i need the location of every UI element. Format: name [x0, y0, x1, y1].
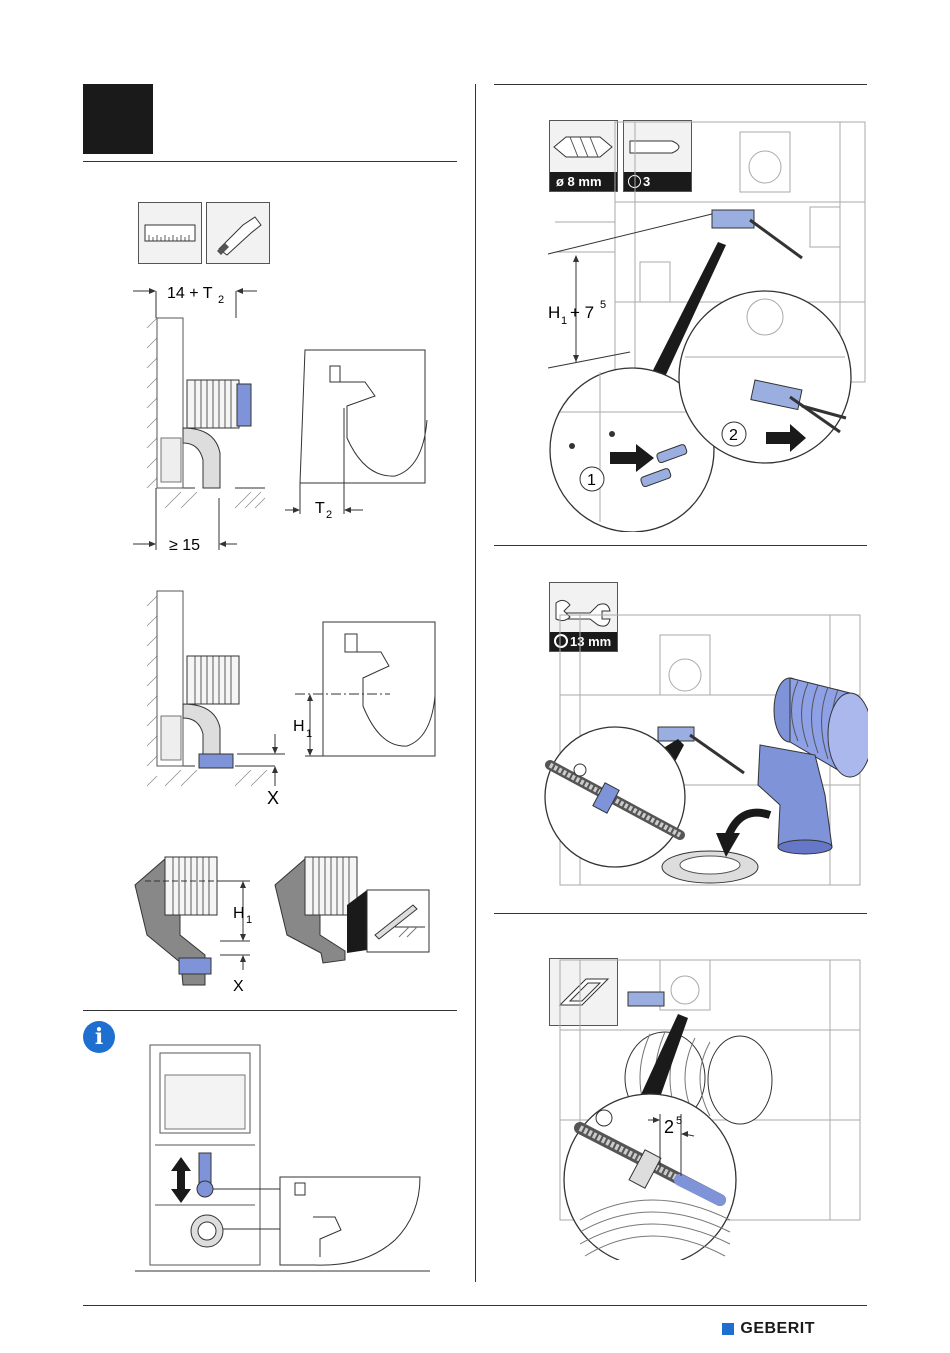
dim-t2-sub: 2	[326, 509, 332, 521]
dim-plus7-label: + 7	[570, 303, 594, 322]
right-low-divider	[494, 913, 867, 914]
step-2-label: 2	[729, 427, 738, 444]
step-1-label: 1	[587, 472, 596, 489]
info-icon: i	[83, 1021, 115, 1053]
saw-icon	[207, 203, 269, 263]
right-top-divider	[494, 84, 867, 85]
right-mid-divider	[494, 545, 867, 546]
dim-x-label-2: X	[233, 978, 244, 995]
ruler-icon	[139, 203, 201, 263]
dim-2-sup: 5	[676, 1115, 682, 1127]
pipe-install-diagram	[540, 575, 868, 895]
left-info-divider	[83, 1010, 457, 1011]
dim-2-label: 2	[664, 1117, 674, 1137]
saw-tool-box	[206, 202, 270, 264]
dim-h1-drill-label: H	[548, 303, 560, 322]
height-diagram: X H 1	[125, 586, 445, 811]
dim-14-t2-sub: 2	[218, 294, 224, 306]
ruler-tool-box	[138, 202, 202, 264]
dim-h1-label-2: H	[233, 905, 245, 922]
brand-name: GEBERIT	[740, 1320, 815, 1338]
dim-plus7-sup: 5	[600, 299, 606, 311]
dim-h1-label: H	[293, 718, 305, 735]
column-divider	[475, 84, 476, 1282]
measure-diagram: 14 + T 2 ≥ 15 T 2	[125, 278, 445, 558]
drill-mount-diagram: H 1 + 7 5 1 2	[540, 112, 868, 532]
dim-h1-sub-2: 1	[246, 914, 252, 926]
dim-14-t2-label: 14 + T	[167, 285, 213, 302]
dim-t2-label: T	[315, 500, 325, 517]
dim-ge15-label: ≥ 15	[169, 537, 200, 554]
footer-divider	[83, 1305, 867, 1306]
spacer-diagram: 2 5	[540, 930, 868, 1260]
cut-pipe-diagram: H 1 X	[125, 845, 445, 995]
brand-square-icon	[722, 1323, 734, 1335]
dim-x-label: X	[267, 788, 279, 808]
frame-front-diagram	[135, 1035, 430, 1275]
dim-h1-sub: 1	[306, 728, 312, 740]
step-number-block	[83, 84, 153, 154]
brand-logo: GEBERIT	[722, 1320, 815, 1338]
dim-h1-drill-sub: 1	[561, 315, 567, 327]
left-top-divider	[83, 161, 457, 162]
